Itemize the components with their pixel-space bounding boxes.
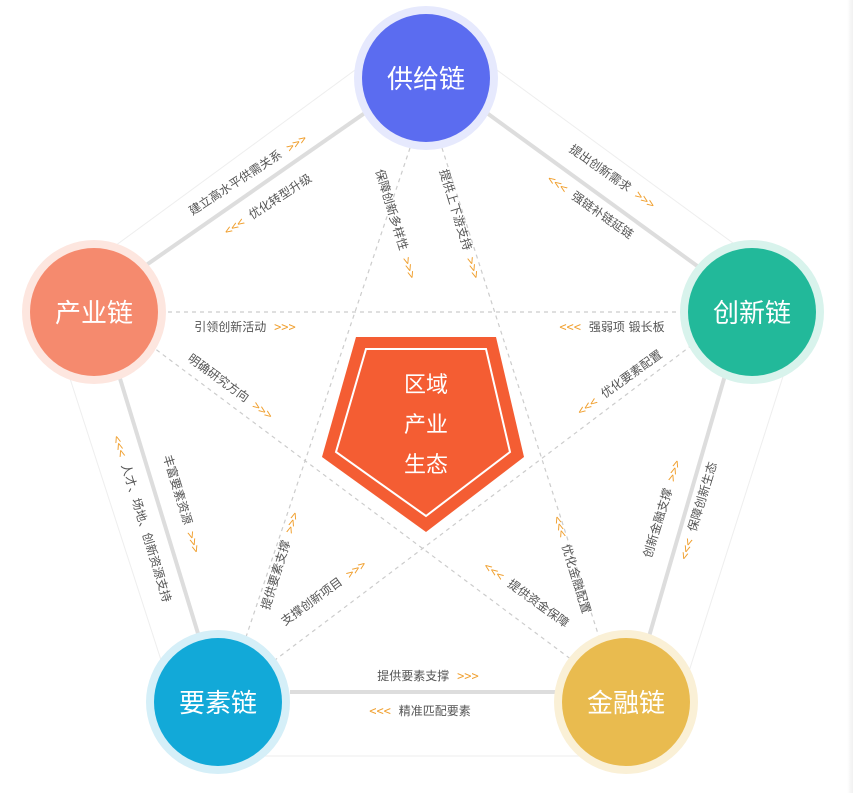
svg-text:提供要素支撑 >>>: 提供要素支撑 >>> [258, 510, 302, 611]
edge-label-industry-finance: 明确研究方向 [185, 350, 252, 404]
arrow-right: >>> [282, 510, 302, 535]
arrow-right: >>> [457, 669, 479, 683]
node-factor-label: 要素链 [179, 689, 257, 719]
arrow-left: <<< [369, 704, 391, 718]
dashed-connectors [149, 147, 693, 661]
dash-supply-factor [244, 147, 411, 641]
connector-supply-industry [140, 106, 374, 270]
center-pentagon [322, 337, 524, 532]
edge-label-factor-supply: 提供要素支撑 [258, 538, 293, 611]
node-supply-chain: 供给链 [354, 6, 498, 150]
connector-supply-innovation [478, 106, 702, 270]
arrow-right: >>> [343, 557, 369, 581]
edge-label-innovation-industry: 强弱项 锻长板 [589, 320, 665, 334]
svg-text:引领创新活动 >>>: 引领创新活动 >>> [194, 319, 296, 334]
edge-label-supply-finance: 提供上下游支持 [437, 167, 476, 252]
arrow-left: <<< [481, 559, 507, 583]
svg-text:<<< 强弱项 锻长板: <<< 强弱项 锻长板 [559, 320, 664, 334]
arrow-right: >>> [399, 255, 419, 280]
center-pentagon-inner-border [334, 348, 512, 518]
node-factor-circle [154, 638, 282, 766]
node-finance-circle [562, 638, 690, 766]
svg-text:<<< 精准匹配要素: <<< 精准匹配要素 [369, 704, 471, 718]
edge-label-industry-innovation: 引领创新活动 [194, 319, 266, 334]
edge-label-supply-industry-in: 优化转型升级 [246, 170, 315, 222]
arrow-right: >>> [184, 530, 204, 555]
node-industry-circle [30, 248, 158, 376]
node-industry-label: 产业链 [55, 299, 133, 329]
connector-industry-factor [116, 371, 202, 641]
svg-text:<<< 优化金融配置: <<< 优化金融配置 [550, 514, 594, 615]
node-finance-label: 金融链 [587, 689, 665, 719]
arrow-right: >>> [274, 320, 296, 334]
page-edge-shadow [847, 0, 853, 793]
arrow-left: <<< [545, 172, 571, 196]
svg-text:<<< 提供资金保障: <<< 提供资金保障 [481, 558, 572, 630]
edge-label-finance-industry: 提供资金保障 [505, 576, 572, 630]
edge-label-industry-factor-out: 丰富要素资源 [160, 453, 195, 526]
dash-innovation-factor [274, 344, 693, 661]
node-supply-label: 供给链 [387, 65, 465, 95]
svg-text:保障创新多样性 >>>: 保障创新多样性 >>> [373, 167, 421, 280]
edge-label-finance-supply: 优化金融配置 [559, 542, 594, 615]
arrow-left: <<< [559, 320, 581, 334]
svg-text:提供要素支撑 >>>: 提供要素支撑 >>> [377, 668, 479, 683]
center-label-line1: 区域 [404, 373, 448, 398]
edge-label-finance-factor: 精准匹配要素 [399, 704, 471, 718]
edge-label-supply-innovation-out: 提出创新需求 [567, 141, 635, 195]
solid-connectors [116, 106, 728, 694]
svg-text:明确研究方向 >>>: 明确研究方向 >>> [185, 350, 276, 422]
center-label-line3: 生态 [404, 453, 448, 478]
node-factor-chain: 要素链 [146, 630, 290, 774]
arrow-right: >>> [463, 255, 483, 280]
edge-label-innovation-finance-out: 创新金融支撑 [640, 486, 675, 559]
arrow-left: <<< [550, 514, 570, 539]
arrow-left: <<< [677, 537, 697, 562]
svg-text:丰富要素资源 >>>: 丰富要素资源 >>> [160, 453, 204, 554]
connector-innovation-finance [646, 371, 728, 641]
edge-label-supply-factor: 保障创新多样性 [373, 167, 412, 252]
arrow-right: >>> [283, 131, 309, 155]
edge-label-factor-finance: 提供要素支撑 [377, 668, 449, 683]
node-innovation-label: 创新链 [713, 299, 791, 329]
arrow-left: <<< [110, 434, 130, 459]
dash-supply-finance [441, 147, 601, 641]
center-label-line2: 产业 [404, 413, 448, 438]
arrow-right: >>> [632, 188, 658, 212]
node-innovation-chain: 创新链 [680, 240, 824, 384]
arrow-left: <<< [574, 394, 600, 418]
arrow-right: >>> [250, 398, 276, 422]
edge-label-factor-innovation: 支撑创新项目 [278, 574, 345, 628]
svg-text:支撑创新项目 >>>: 支撑创新项目 >>> [278, 556, 369, 628]
node-innovation-circle [688, 248, 816, 376]
arrow-right: >>> [664, 458, 684, 483]
node-industry-chain: 产业链 [22, 240, 166, 384]
arrow-left: <<< [221, 215, 247, 239]
svg-text:<<< 优化要素配置: <<< 优化要素配置 [574, 347, 664, 418]
node-finance-chain: 金融链 [554, 630, 698, 774]
svg-text:建立高水平供需关系 >>>: 建立高水平供需关系 >>> [186, 130, 310, 217]
svg-text:提供上下游支持 >>>: 提供上下游支持 >>> [437, 167, 485, 280]
edge-label-innovation-factor: 优化要素配置 [598, 347, 664, 401]
node-supply-circle [362, 14, 490, 142]
